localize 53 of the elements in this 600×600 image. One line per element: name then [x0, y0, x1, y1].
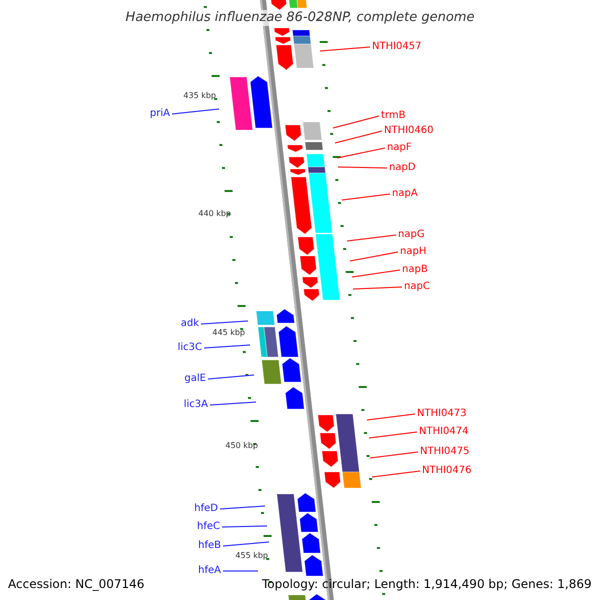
leader-line [368, 432, 418, 438]
leader-line [336, 148, 386, 158]
gene-label: priA [150, 107, 170, 120]
gene-label: hfeC [197, 520, 220, 533]
info-text: Accession: NC_007146 [8, 577, 144, 592]
info-text: Topology: circular; Length: 1,914,490 bp; Genes: 1,869 [262, 577, 592, 592]
leader-line [204, 344, 250, 348]
gene-label: napB [402, 263, 428, 276]
leader-line [208, 374, 254, 380]
position-label: 440 kbp [198, 209, 231, 218]
leader-line [370, 452, 418, 458]
leader-line [352, 270, 400, 278]
position-label: 435 kbp [183, 91, 216, 100]
gene-label: lic3A [184, 398, 208, 411]
leader-line [346, 234, 396, 242]
gene-label: trmB [381, 109, 406, 122]
leader-line [372, 470, 420, 478]
gene-label: adk [180, 317, 199, 330]
leader-line [220, 506, 266, 510]
gene-label: lic3C [178, 341, 202, 354]
gene-label: napA [392, 187, 418, 200]
gene-label: napC [404, 280, 430, 293]
gene-label: NTHI0457 [372, 40, 422, 53]
leader-line [200, 320, 248, 324]
position-label: 445 kbp [212, 328, 245, 337]
gene-label: hfeA [198, 564, 221, 577]
gene-label: hfeB [198, 539, 221, 552]
leader-line [352, 286, 402, 290]
leader-line [332, 116, 380, 128]
position-label: 450 kbp [225, 441, 258, 450]
leader-line [172, 108, 220, 114]
gene-label: NTHI0475 [420, 445, 470, 458]
leader-line [222, 542, 270, 546]
gene-label: NTHI0460 [384, 124, 434, 137]
leader-line [334, 130, 382, 144]
gene-label: napF [387, 141, 412, 154]
gene-label: napH [400, 245, 426, 258]
leader-line [350, 252, 398, 262]
gene-label: hfeD [194, 502, 218, 515]
gene-label: NTHI0473 [417, 407, 467, 420]
gene-label: napD [389, 161, 416, 174]
leader-line [366, 414, 416, 420]
position-label: 455 kbp [235, 551, 268, 560]
gene-label: NTHI0476 [422, 464, 472, 477]
gene-label: NTHI0474 [419, 425, 469, 438]
leader-line [338, 166, 388, 168]
leader-line [222, 526, 268, 528]
gene-label: napG [398, 228, 425, 241]
leader-line [210, 402, 256, 406]
leader-line [320, 46, 370, 52]
leader-line [342, 194, 390, 200]
gene-label: galE [184, 372, 206, 385]
leader-line [222, 570, 258, 572]
